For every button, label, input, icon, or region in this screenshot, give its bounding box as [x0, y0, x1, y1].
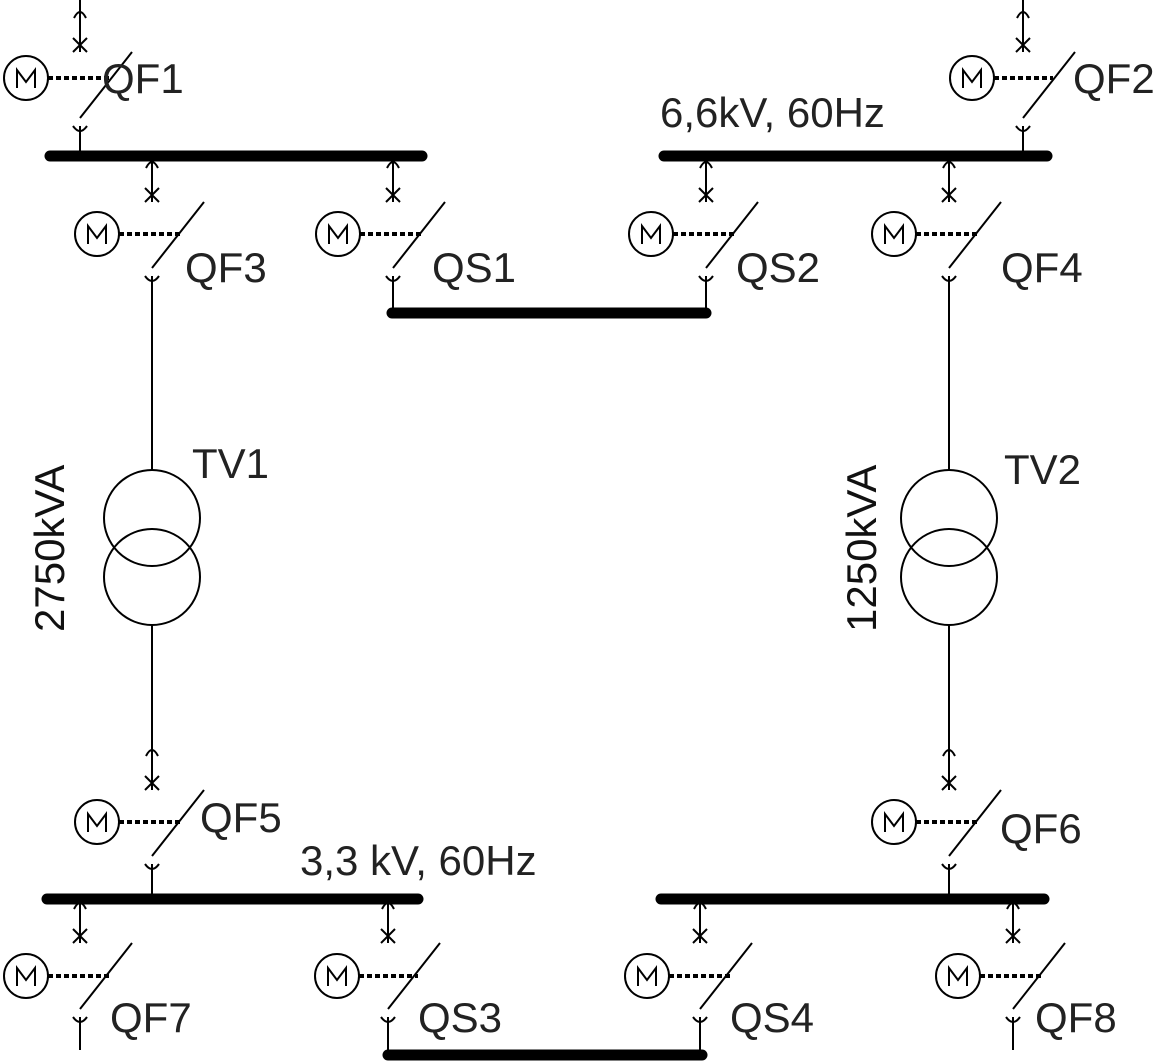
- switch-group: [3, 0, 1076, 1055]
- motor-icon: [314, 953, 360, 999]
- motor-m-glyph: [948, 965, 968, 986]
- breaker-x-mark: [941, 187, 957, 203]
- transformer-tv1: [103, 469, 201, 626]
- switch-qf8: [935, 899, 1066, 1050]
- breaker-x-mark: [1015, 37, 1031, 53]
- switch-blade: [387, 942, 441, 1010]
- motor-m-glyph: [16, 67, 36, 88]
- switch-label-qf4: QF4: [1001, 244, 1083, 291]
- contact-arc: [942, 161, 956, 169]
- transformer-label-tv2: TV2: [1004, 446, 1081, 493]
- motor-icon: [871, 799, 917, 845]
- contact-arc: [699, 161, 713, 169]
- motor-icon: [935, 953, 981, 999]
- breaker-x-mark: [380, 928, 396, 944]
- hv-bus-label: 6,6kV, 60Hz: [660, 89, 885, 136]
- contact-arc: [145, 749, 159, 757]
- breaker-x-mark: [698, 187, 714, 203]
- switch-label-qf3: QF3: [185, 244, 267, 291]
- switch-qs1: [315, 156, 446, 313]
- motor-m-glyph: [962, 67, 982, 88]
- contact-arc: [73, 11, 87, 19]
- contact-arc: [1016, 11, 1030, 19]
- breaker-x-mark: [72, 928, 88, 944]
- switch-label-qf8: QF8: [1035, 994, 1117, 1041]
- switch-blade: [79, 51, 133, 119]
- transformer-tv2: [900, 469, 998, 626]
- contact-arc: [73, 902, 87, 910]
- motor-m-glyph: [87, 223, 107, 244]
- contact-arc: [381, 902, 395, 910]
- breaker-x-mark: [941, 775, 957, 791]
- motor-m-glyph: [16, 965, 36, 986]
- motor-m-glyph: [327, 965, 347, 986]
- motor-m-glyph: [87, 811, 107, 832]
- breaker-x-mark: [1005, 928, 1021, 944]
- motor-m-glyph: [884, 811, 904, 832]
- switch-qs2: [628, 156, 759, 313]
- switch-qf2: [949, 0, 1076, 156]
- switch-label-qf1: QF1: [102, 55, 184, 102]
- breaker-x-mark: [144, 775, 160, 791]
- switch-qf5: [74, 749, 205, 899]
- contact-arc: [386, 161, 400, 169]
- switch-label-qs3: QS3: [418, 994, 502, 1041]
- switch-label-qf6: QF6: [1000, 805, 1082, 852]
- motor-icon: [949, 55, 995, 101]
- switch-qf4: [871, 156, 1002, 300]
- switch-label-qf2: QF2: [1073, 55, 1155, 102]
- switch-label-qs1: QS1: [432, 244, 516, 291]
- breaker-x-mark: [692, 928, 708, 944]
- switch-qf3: [74, 156, 205, 300]
- motor-icon: [3, 55, 49, 101]
- motor-m-glyph: [328, 223, 348, 244]
- switch-qs4: [624, 899, 753, 1055]
- switch-qf1: [3, 0, 133, 156]
- breaker-x-mark: [144, 187, 160, 203]
- switch-label-qs2: QS2: [736, 244, 820, 291]
- motor-m-glyph: [641, 223, 661, 244]
- contact-arc: [693, 902, 707, 910]
- switch-qs3: [314, 899, 441, 1055]
- motor-icon: [315, 211, 361, 257]
- breaker-x-mark: [385, 187, 401, 203]
- transformer-label-tv1: TV1: [192, 440, 269, 487]
- contact-arc: [942, 749, 956, 757]
- motor-icon: [624, 953, 670, 999]
- lv-bus-label: 3,3 kV, 60Hz: [300, 837, 537, 884]
- contact-arc: [145, 161, 159, 169]
- transformer-rating-tv1: 2750kVA: [26, 465, 73, 632]
- motor-icon: [74, 211, 120, 257]
- motor-icon: [3, 953, 49, 999]
- contact-arc: [1006, 902, 1020, 910]
- switch-blade: [1022, 51, 1076, 119]
- transformer-rating-tv2: 1250kVA: [838, 465, 885, 632]
- switch-label-qf7: QF7: [110, 994, 192, 1041]
- switch-qf7: [3, 899, 133, 1050]
- motor-m-glyph: [637, 965, 657, 986]
- switch-label-qf5: QF5: [200, 794, 282, 841]
- motor-icon: [74, 799, 120, 845]
- motor-icon: [871, 211, 917, 257]
- switch-label-qs4: QS4: [730, 994, 814, 1041]
- motor-m-glyph: [884, 223, 904, 244]
- switch-qf6: [871, 749, 1002, 899]
- motor-icon: [628, 211, 674, 257]
- breaker-x-mark: [72, 37, 88, 53]
